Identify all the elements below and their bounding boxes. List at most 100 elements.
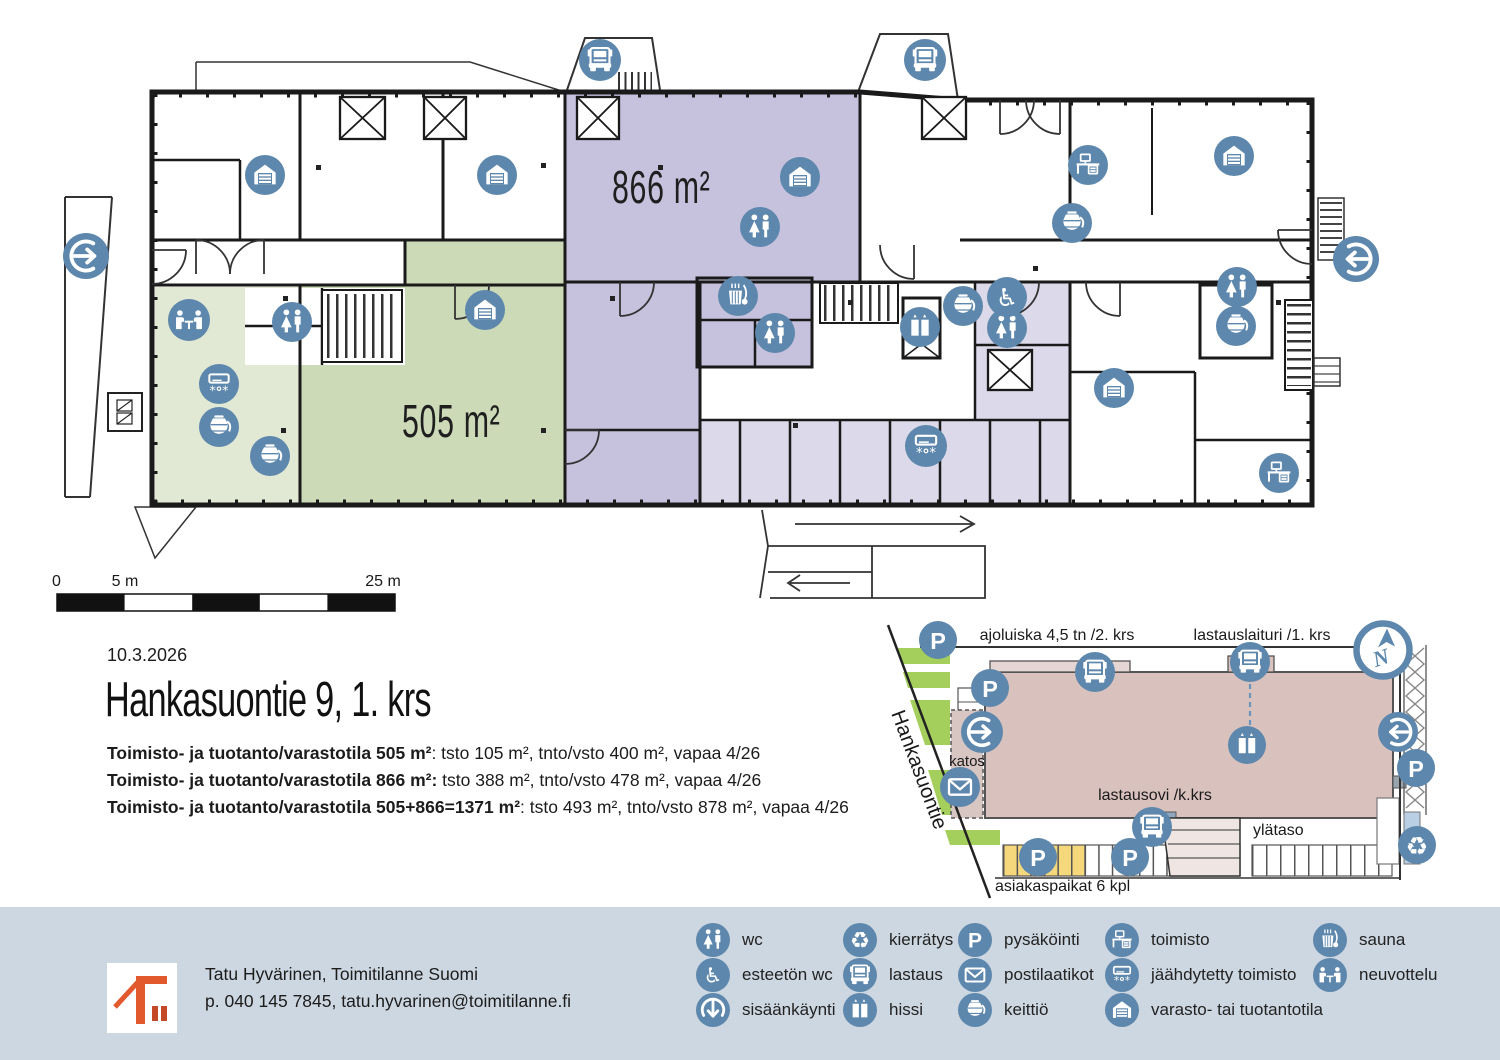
elevator-icon — [900, 307, 940, 347]
legend-item: lastaus — [843, 958, 943, 992]
contact-info: Tatu Hyvärinen, Toimitilanne Suomi p. 04… — [205, 961, 571, 1015]
office-icon — [1259, 453, 1299, 493]
area-label-505: 505 m² — [402, 395, 501, 447]
elevator-icon — [1228, 726, 1266, 764]
cooled-office-icon — [905, 425, 947, 467]
description-line: Toimisto- ja tuotanto/varastotila 505 m²… — [107, 743, 760, 764]
legend-item: sauna — [1313, 923, 1405, 957]
description-bold: Toimisto- ja tuotanto/varastotila 505 m² — [107, 743, 432, 763]
legend-item: toimisto — [1105, 923, 1210, 957]
truck-icon — [579, 39, 621, 81]
lastauslaituri-label: lastauslaituri /1. krs — [1194, 627, 1331, 644]
entrance-icon — [961, 711, 1003, 753]
storage-icon — [477, 155, 517, 195]
description-line: Toimisto- ja tuotanto/varastotila 505+86… — [107, 797, 849, 818]
scale-tick-5: 5 m — [112, 573, 139, 590]
legend-strip: Tatu Hyvärinen, Toimitilanne Suomi p. 04… — [0, 907, 1500, 1060]
legend-label: esteetön wc — [742, 965, 833, 984]
entrance-icon — [1333, 236, 1379, 282]
legend-label: kierrätys — [889, 930, 954, 949]
storage-icon — [465, 290, 505, 330]
legend-label: wc — [742, 930, 763, 949]
entrance-icon — [696, 993, 730, 1027]
legend-item: postilaatikot — [958, 958, 1094, 992]
wc-icon — [740, 207, 780, 247]
truck-icon — [1230, 642, 1270, 682]
kitchen-icon — [958, 993, 992, 1027]
description-line: Toimisto- ja tuotanto/varastotila 866 m²… — [107, 770, 761, 791]
mailbox-icon — [940, 767, 980, 807]
kitchen-icon — [1216, 306, 1256, 346]
entrance-icon — [1378, 712, 1418, 752]
parking-icon — [1397, 749, 1435, 787]
legend-label: neuvottelu — [1359, 965, 1438, 984]
recycle-icon — [1398, 826, 1436, 864]
storage-icon — [1214, 136, 1254, 176]
truck-icon — [1075, 652, 1115, 692]
kitchen-icon — [199, 407, 239, 447]
recycle-icon — [843, 923, 877, 957]
office-icon — [1068, 145, 1108, 185]
scale-tick-0: 0 — [52, 573, 61, 590]
legend-label: jäähdytetty toimisto — [1151, 965, 1297, 984]
company-logo — [107, 963, 177, 1033]
storage-icon — [1105, 993, 1139, 1027]
kitchen-icon — [250, 436, 290, 476]
meeting-icon — [168, 299, 210, 341]
accessible-wc-icon — [696, 958, 730, 992]
date-label: 10.3.2026 — [107, 645, 188, 665]
accessible-wc-icon — [987, 277, 1027, 317]
sauna-icon — [718, 276, 758, 316]
description-rest: tsto 388 m², tnto/vsto 478 m², vapaa 4/2… — [437, 770, 762, 790]
legend-item: keittiö — [958, 993, 1048, 1027]
description-bold: Toimisto- ja tuotanto/varastotila 505+86… — [107, 797, 521, 817]
ajoluiska-label: ajoluiska 4,5 tn /2. krs — [980, 627, 1135, 644]
legend-label: varasto- tai tuotantotila — [1151, 1000, 1323, 1019]
site-plan: ajoluiska 4,5 tn /2. krs lastauslaituri … — [886, 621, 1436, 899]
mailbox-icon — [958, 958, 992, 992]
parking-icon — [971, 669, 1009, 707]
sauna-icon — [1313, 923, 1347, 957]
area-label-866: 866 m² — [612, 161, 711, 213]
scale-tick-25: 25 m — [365, 573, 401, 590]
ylataso-label: ylätaso — [1253, 822, 1304, 839]
storage-icon — [780, 157, 820, 197]
legend-item: varasto- tai tuotantotila — [1105, 993, 1323, 1027]
legend-item: sisäänkäynti — [696, 993, 836, 1027]
legend-label: sauna — [1359, 930, 1406, 949]
legend-label: toimisto — [1151, 930, 1210, 949]
truck-icon — [1132, 807, 1172, 847]
contact-phone-email: p. 040 145 7845, tatu.hyvarinen@toimitil… — [205, 991, 572, 1012]
storage-icon — [1094, 368, 1134, 408]
truck-icon — [843, 958, 877, 992]
truck-icon — [904, 39, 946, 81]
legend-label: lastaus — [889, 965, 943, 984]
entrance-icon — [63, 233, 109, 279]
contact-name: Tatu Hyvärinen, Toimitilanne Suomi — [205, 964, 479, 984]
legend-label: pysäköinti — [1004, 930, 1080, 949]
plan-drawing: 0 5 m 25 m — [52, 33, 1436, 899]
lastausovi-label: lastausovi /k.krs — [1098, 787, 1212, 804]
legend-item: pysäköinti — [958, 923, 1080, 957]
compass-icon — [1357, 624, 1410, 677]
meeting-icon — [1313, 958, 1347, 992]
wc-icon — [1217, 267, 1257, 307]
legend-label: sisäänkäynti — [742, 1000, 836, 1019]
parking-icon — [1019, 838, 1057, 876]
legend-item: jäähdytetty toimisto — [1105, 958, 1297, 992]
description-bold: Toimisto- ja tuotanto/varastotila 866 m²… — [107, 770, 438, 790]
storage-icon — [245, 155, 285, 195]
cooled-office-icon — [199, 364, 239, 404]
legend-label: keittiö — [1004, 1000, 1049, 1019]
legend-label: postilaatikot — [1004, 965, 1094, 984]
katos-label: katos — [949, 753, 985, 770]
legend-label: hissi — [889, 1000, 924, 1019]
legend-item: esteetön wc — [696, 958, 833, 992]
kitchen-icon — [943, 286, 983, 326]
parking-icon — [919, 621, 957, 659]
scale-bar: 0 5 m 25 m — [52, 573, 401, 612]
legend-item: wc — [696, 923, 763, 957]
parking-icon — [958, 923, 992, 957]
description-rest: : tsto 493 m², tnto/vsto 878 m², vapaa 4… — [520, 797, 849, 817]
